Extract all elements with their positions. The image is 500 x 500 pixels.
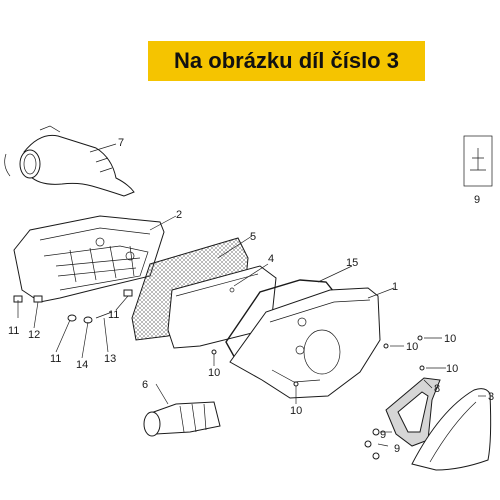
- callout-10-left: 10: [208, 367, 220, 379]
- part-deflector-cap: [411, 388, 492, 471]
- callout-9-upper: 9: [380, 429, 386, 441]
- callout-10-bottom: 10: [290, 405, 302, 417]
- callout-3: 3: [488, 391, 494, 403]
- callout-7: 7: [118, 137, 124, 149]
- callout-10-right: 10: [444, 333, 456, 345]
- callout-8: 8: [434, 383, 440, 395]
- callout-10-lower-right: 10: [446, 363, 458, 375]
- part-hose: [143, 401, 221, 437]
- callout-5: 5: [250, 231, 256, 243]
- callout-11-right: 11: [108, 309, 119, 321]
- callout-4: 4: [268, 253, 274, 265]
- banner-text: Na obrázku díl číslo 3: [174, 48, 399, 73]
- part-9-inset: [463, 135, 493, 187]
- callout-15: 15: [346, 257, 358, 269]
- part-cover: [229, 287, 381, 399]
- callout-labels: 7 9 2 5 4 15 1 11 12 11 11 14 13 10 10 1…: [8, 137, 494, 455]
- part-frame: [385, 377, 441, 447]
- callout-14: 14: [76, 359, 88, 371]
- callout-9-inset: 9: [474, 194, 480, 206]
- callout-10-mid: 10: [406, 341, 418, 353]
- callout-6: 6: [142, 379, 148, 391]
- callout-1: 1: [392, 281, 398, 293]
- callout-13: 13: [104, 353, 116, 365]
- callout-2: 2: [176, 209, 182, 221]
- callout-11-lower: 11: [50, 353, 61, 365]
- callout-12: 12: [28, 329, 40, 341]
- part-intake-duct: [4, 125, 135, 197]
- leader-lines: [17, 143, 486, 447]
- part-number-banner: Na obrázku díl číslo 3: [148, 41, 425, 81]
- callout-11-left: 11: [8, 325, 19, 337]
- callout-9-lower: 9: [394, 443, 400, 455]
